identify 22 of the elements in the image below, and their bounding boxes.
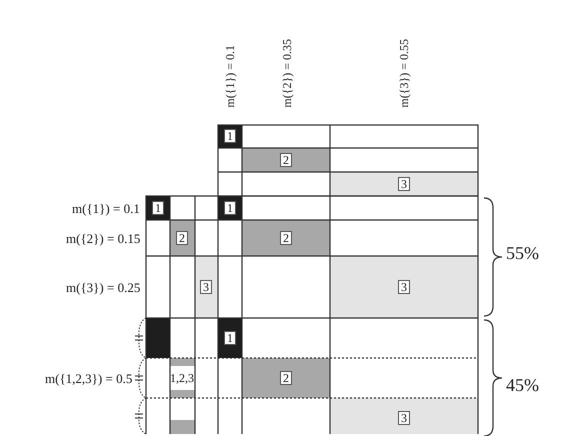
cell-number: 2 — [280, 231, 292, 245]
cell-number: 3 — [398, 280, 410, 294]
row-label: m({1}) = 0.1 — [72, 202, 140, 214]
percentage-label: 55% — [506, 244, 539, 262]
column-header: m({2}) = 0.35 — [281, 39, 293, 108]
cell-number: 1 — [224, 129, 236, 143]
column-header: m({3}) = 0.55 — [398, 39, 410, 108]
cell-number: 1 — [224, 331, 236, 345]
cell-number: 3 — [398, 411, 410, 425]
row-label: m({2}) = 0.15 — [66, 232, 140, 244]
cell-number: 1 — [152, 201, 164, 215]
cell-number: 3 — [200, 280, 212, 294]
cell-number: 1 — [224, 201, 236, 215]
percentage-label: 45% — [506, 376, 539, 394]
cell-number: 2 — [176, 231, 188, 245]
cell-text: 1,2,3 — [170, 372, 194, 384]
row-label: m({3}) = 0.25 — [66, 280, 140, 294]
cell-number: 2 — [280, 371, 292, 385]
row-label: m({1,2,3}) = 0.5 — [45, 372, 132, 384]
cell-number: 2 — [280, 153, 292, 167]
cell-number: 3 — [398, 177, 410, 191]
column-header: m({1}) = 0.1 — [224, 45, 236, 108]
